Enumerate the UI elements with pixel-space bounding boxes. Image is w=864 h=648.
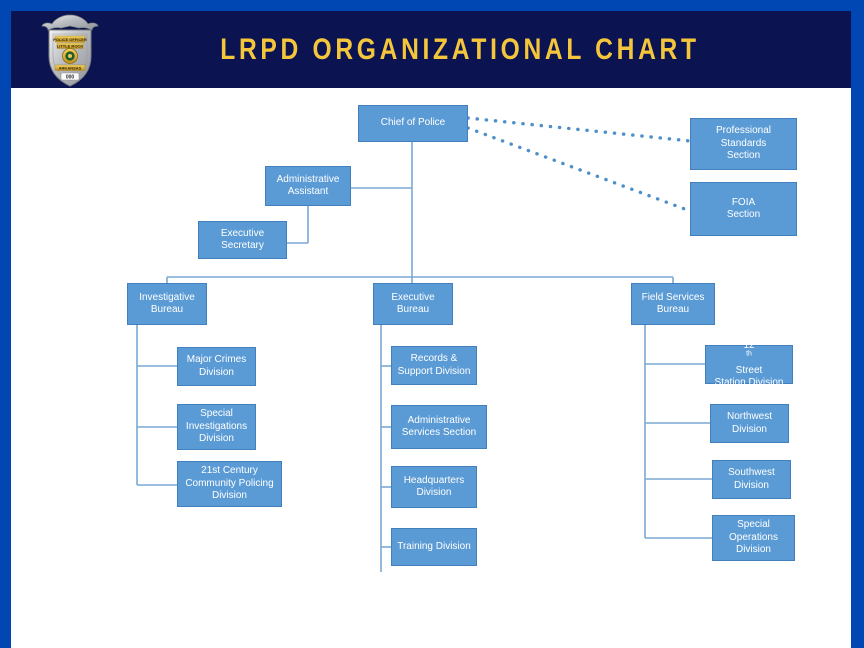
node-label-line1: Special bbox=[200, 408, 233, 420]
node-label-line3: Division bbox=[211, 490, 247, 502]
title-banner bbox=[11, 11, 851, 88]
node-label-line2: Assistant bbox=[287, 186, 329, 197]
node-label-line1: Northwest bbox=[726, 411, 772, 422]
node-label-line2: Community Policing bbox=[185, 477, 274, 489]
node-label-line1: Investigative bbox=[139, 291, 195, 303]
node-label-line2: Bureau bbox=[656, 304, 690, 315]
node-label: Training Division bbox=[397, 540, 471, 552]
node-label-line2: Investigations bbox=[185, 420, 248, 432]
node-label-line2: Standards bbox=[720, 137, 767, 149]
node-chief-of-police[interactable]: Chief of Police bbox=[358, 105, 468, 142]
node-special-investigations-division[interactable]: Special Investigations Division bbox=[177, 404, 256, 450]
node-label-line1: Executive bbox=[391, 291, 435, 303]
node-label-line1: Special bbox=[737, 519, 770, 531]
frame-border-left bbox=[0, 0, 11, 648]
svg-text:000: 000 bbox=[66, 74, 75, 80]
node-executive-bureau[interactable]: Executive Bureau bbox=[373, 283, 453, 325]
node-label-line2: Division bbox=[733, 479, 769, 491]
node-label-line2: Section bbox=[726, 209, 761, 220]
node-label-line2: Services Section bbox=[401, 427, 477, 438]
node-label-line2: Division bbox=[198, 366, 234, 378]
page-title: LRPD ORGANIZATIONAL CHART bbox=[220, 32, 700, 66]
node-label-line2: Station Division bbox=[714, 377, 784, 388]
node-special-operations-division[interactable]: Special Operations Division bbox=[712, 515, 795, 561]
node-label-line2: Division bbox=[731, 423, 767, 435]
node-label-line1: Records & bbox=[410, 353, 458, 364]
svg-text:ARKANSAS: ARKANSAS bbox=[59, 65, 82, 70]
node-administrative-assistant[interactable]: Administrative Assistant bbox=[265, 166, 351, 206]
node-records-support-division[interactable]: Records & Support Division bbox=[391, 346, 477, 385]
node-label-line2: Operations bbox=[729, 531, 778, 543]
node-label-line3: Division bbox=[735, 544, 771, 556]
node-label-line1: Field Services bbox=[641, 291, 705, 303]
svg-text:LITTLE ROCK: LITTLE ROCK bbox=[57, 43, 84, 48]
node-label-line1: Southwest bbox=[728, 467, 775, 478]
frame-border-top bbox=[0, 0, 864, 11]
node-label-line1: Professional bbox=[715, 125, 772, 137]
node-label-line2: Secretary bbox=[221, 240, 264, 251]
node-major-crimes-division[interactable]: Major Crimes Division bbox=[177, 347, 256, 386]
node-administrative-services-section[interactable]: Administrative Services Section bbox=[391, 405, 487, 449]
node-label-line1: FOIA bbox=[731, 196, 756, 208]
node-label-line2: Division bbox=[416, 487, 452, 498]
node-label-line1: Administrative bbox=[407, 414, 471, 426]
node-professional-standards-section[interactable]: Professional Standards Section bbox=[690, 118, 797, 170]
node-northwest-division[interactable]: Northwest Division bbox=[710, 404, 789, 443]
node-label-line1: Executive bbox=[220, 227, 265, 239]
node-label-line2: Bureau bbox=[150, 304, 184, 315]
node-southwest-division[interactable]: Southwest Division bbox=[712, 460, 791, 499]
svg-text:POLICE OFFICER: POLICE OFFICER bbox=[53, 37, 87, 42]
node-label-line2: Support Division bbox=[397, 365, 471, 377]
node-investigative-bureau[interactable]: Investigative Bureau bbox=[127, 283, 207, 325]
node-field-services-bureau[interactable]: Field Services Bureau bbox=[631, 283, 715, 325]
node-label-line1: 21st Century bbox=[201, 465, 258, 477]
node-21st-century-community-policing-division[interactable]: 21st Century Community Policing Division bbox=[177, 461, 282, 507]
node-executive-secretary[interactable]: Executive Secretary bbox=[198, 221, 287, 259]
node-foia-section[interactable]: FOIA Section bbox=[690, 182, 797, 236]
frame-border-right bbox=[851, 0, 864, 648]
node-headquarters-division[interactable]: Headquarters Division bbox=[391, 466, 477, 508]
node-label-line3: Section bbox=[726, 150, 761, 162]
node-label-line2: Bureau bbox=[396, 304, 430, 315]
node-label-line3: Division bbox=[198, 433, 234, 445]
node-training-division[interactable]: Training Division bbox=[391, 528, 477, 566]
lrpd-police-badge-icon: POLICE OFFICER LITTLE ROCK ARKANSAS 000 bbox=[35, 10, 105, 90]
node-label-line1: Major Crimes bbox=[186, 354, 247, 365]
node-label: Chief of Police bbox=[380, 117, 446, 129]
node-label-line1: Headquarters bbox=[403, 474, 465, 486]
node-label-line1: Administrative bbox=[276, 173, 340, 185]
